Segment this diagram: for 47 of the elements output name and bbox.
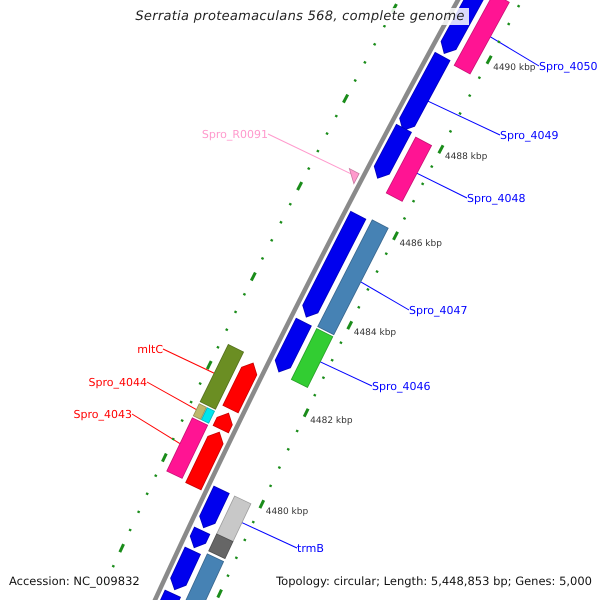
scale-label: 4488 kbp: [444, 152, 488, 164]
gene-label: Spro_4044: [88, 376, 147, 388]
leader-line: [490, 36, 540, 66]
gene-bar: [212, 412, 233, 434]
scale-label: 4480 kbp: [266, 507, 308, 518]
leader-line: [162, 348, 216, 374]
gene-bar: [170, 546, 201, 590]
gene-bar: [200, 407, 216, 424]
gene-label: trmB: [297, 542, 324, 554]
gene-label: Spro_4048: [467, 192, 526, 204]
gene-bar: [302, 210, 366, 318]
scale-label: 4490 kbp: [493, 62, 536, 74]
gene-label: Spro_4049: [500, 128, 558, 142]
gene-bar: [290, 328, 334, 388]
scale-label: 4482 kbp: [310, 416, 353, 427]
gene-bar: [200, 344, 244, 410]
gene-bar: [386, 136, 432, 202]
gene-bar: [192, 403, 207, 420]
scale-label: 4484 kbp: [354, 328, 396, 340]
gene-label: Spro_4050: [539, 60, 598, 72]
gene-bar: [166, 417, 208, 479]
leader-line: [146, 382, 198, 410]
leader-line: [360, 281, 410, 310]
gene-bar: [274, 318, 312, 372]
gene-bar: [222, 362, 258, 414]
gene-bar: [399, 52, 451, 131]
gene-label: Spro_4043: [74, 408, 132, 420]
leader-line: [132, 414, 181, 444]
gene-bar: [185, 432, 224, 490]
gene-bar: [216, 496, 252, 542]
leader-line: [428, 100, 500, 136]
gene-marker: [348, 168, 360, 185]
gene-label: Spro_4046: [372, 380, 430, 392]
leader-line: [319, 361, 372, 386]
gene-label: Spro_4047: [409, 304, 468, 316]
gene-bar: [374, 124, 412, 179]
accession-text: Accession: NC_009832: [9, 574, 140, 588]
leader-line: [268, 134, 352, 174]
scale-label: 4486 kbp: [400, 238, 442, 250]
leader-line: [241, 522, 298, 548]
gene-label: Spro_R0091: [202, 128, 268, 140]
gene-label: mltC: [137, 342, 163, 356]
gene-bar: [199, 486, 230, 528]
genome-stats: Topology: circular; Length: 5,448,853 bp; Genes: 5,000: [276, 574, 592, 588]
gene-bar: [190, 526, 210, 548]
gene-bar: [208, 533, 234, 560]
leader-line: [416, 172, 468, 198]
